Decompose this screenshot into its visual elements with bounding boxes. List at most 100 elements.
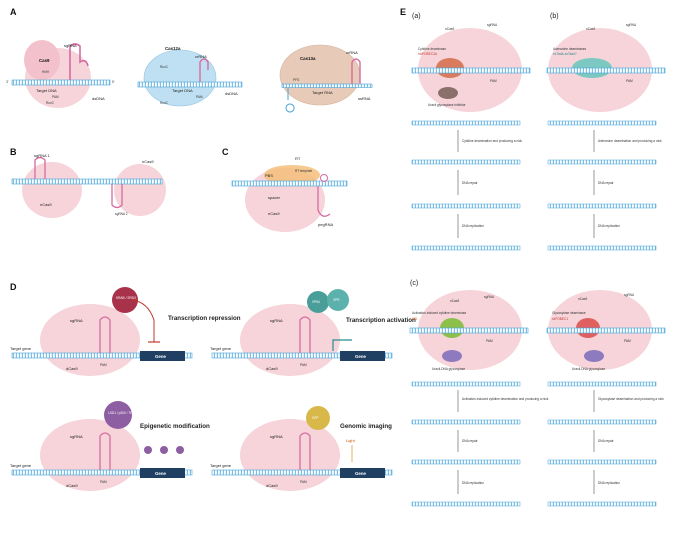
- lsd1-effector: [104, 401, 132, 429]
- svg-text:dCas9: dCas9: [266, 366, 278, 371]
- svg-text:PFS: PFS: [293, 78, 299, 82]
- panel-a: A Cas9 sgRNA HNH Target DNA PAM RuvC dsD…: [6, 7, 373, 113]
- panel-c-letter: C: [222, 147, 229, 157]
- svg-text:nCas9: nCas9: [586, 27, 595, 31]
- cas13a-diagram: Cas13a crRNA PFS Target RNA ssRNA: [279, 44, 373, 113]
- svg-text:DNA repair: DNA repair: [462, 439, 479, 443]
- panel-e: E (a) nCas9 sgRNA Cytidine deaminase hAP…: [400, 7, 666, 507]
- svg-text:PAM: PAM: [100, 480, 107, 484]
- svg-text:nCas9: nCas9: [450, 299, 459, 303]
- svg-text:Transcription repression: Transcription repression: [168, 315, 241, 322]
- svg-text:Adenosine deaminases: Adenosine deaminases: [553, 47, 587, 51]
- svg-text:Cytidine deamination and produ: Cytidine deamination and producing a nic…: [462, 139, 522, 143]
- d-imaging: GFP Gene sgRNA Target gene dCas9 PAM Gen…: [210, 406, 393, 491]
- cas9-dsdna: [11, 79, 111, 86]
- e-b: (b) nCas9 sgRNA Adenosine deaminases ecT…: [546, 13, 666, 251]
- svg-text:RuvC: RuvC: [160, 65, 169, 69]
- cas9-sgrna: [69, 43, 89, 80]
- svg-text:Cas13a: Cas13a: [300, 56, 316, 61]
- e-c-right: nCas9 sgRNA Glycosylase deaminase rAPOBE…: [546, 290, 666, 507]
- svg-text:Cytidine deaminase: Cytidine deaminase: [418, 47, 446, 51]
- e-c-left: (c) nCas9 sgRNA Activation-induced cytid…: [409, 280, 549, 507]
- svg-text:Cas12a: Cas12a: [165, 46, 181, 51]
- svg-text:Transcription activation: Transcription activation: [346, 317, 416, 324]
- svg-text:Genomic imaging: Genomic imaging: [340, 423, 392, 430]
- b-ncas9-left: [22, 162, 82, 218]
- svg-text:sgRNA: sgRNA: [624, 293, 635, 297]
- svg-text:5': 5': [112, 80, 115, 84]
- svg-text:RT: RT: [295, 156, 301, 161]
- svg-text:Light: Light: [346, 438, 356, 443]
- panel-b-letter: B: [10, 147, 17, 157]
- svg-text:PAM: PAM: [300, 363, 307, 367]
- svg-text:nCas9: nCas9: [268, 211, 280, 216]
- svg-text:nCas9: nCas9: [445, 27, 454, 31]
- svg-text:ssRNA: ssRNA: [358, 96, 371, 101]
- svg-text:PAM: PAM: [486, 339, 493, 343]
- svg-text:DNA replication: DNA replication: [462, 481, 484, 485]
- gfp-effector: [306, 406, 330, 430]
- svg-text:PBS: PBS: [265, 173, 273, 178]
- svg-text:Uracil-DNA glycosylase: Uracil-DNA glycosylase: [432, 367, 465, 371]
- svg-text:dCas9: dCas9: [66, 366, 78, 371]
- svg-text:nCas9: nCas9: [40, 202, 52, 207]
- svg-text:sgRNA 1: sgRNA 1: [34, 153, 51, 158]
- svg-text:RuvC: RuvC: [46, 101, 55, 105]
- cas13a-ssrna: [281, 83, 373, 88]
- svg-text:Target RNA: Target RNA: [312, 90, 333, 95]
- svg-text:PAM: PAM: [490, 79, 497, 83]
- svg-text:DNA replication: DNA replication: [598, 224, 620, 228]
- svg-text:PAM: PAM: [624, 339, 631, 343]
- panel-a-letter: A: [10, 7, 17, 17]
- svg-text:Glycosylase deaminase: Glycosylase deaminase: [552, 311, 586, 315]
- svg-text:sgRNA: sgRNA: [484, 295, 495, 299]
- svg-text:(b): (b): [550, 13, 559, 20]
- svg-text:LSD1 / p300 / TET1: LSD1 / p300 / TET1: [108, 411, 136, 415]
- svg-text:Gene: Gene: [155, 471, 167, 476]
- panel-c: C RT PBS RT template spacer nCas9 pegRNA: [222, 147, 348, 232]
- svg-text:VP64: VP64: [312, 300, 320, 304]
- svg-text:Gene: Gene: [155, 354, 167, 359]
- panel-b: B sgRNA 1 nCas9 nCas9 sgRNA 2: [10, 147, 166, 218]
- svg-text:PAM: PAM: [100, 363, 107, 367]
- vp64-effector: [307, 291, 329, 313]
- vpr-effector: [327, 289, 349, 311]
- svg-text:PAM: PAM: [300, 480, 307, 484]
- svg-text:Target DNA: Target DNA: [172, 88, 193, 93]
- panel-e-letter: E: [400, 7, 406, 17]
- c-dsdna: [231, 180, 348, 187]
- svg-text:Activation-induced cytidine de: Activation-induced cytidine deamination …: [462, 397, 549, 401]
- svg-text:dCas9: dCas9: [66, 483, 78, 488]
- cas12a-dsdna: [137, 81, 243, 88]
- svg-text:PAM: PAM: [52, 95, 59, 99]
- d1-gene-box: [140, 351, 185, 361]
- svg-text:(c): (c): [410, 280, 418, 287]
- svg-text:Target DNA: Target DNA: [36, 88, 57, 93]
- svg-text:sgRNA: sgRNA: [64, 43, 77, 48]
- svg-text:sgRNA: sgRNA: [70, 318, 83, 323]
- svg-text:Target gene: Target gene: [10, 463, 32, 468]
- svg-text:DNA repair: DNA repair: [462, 181, 479, 185]
- svg-text:Gene: Gene: [355, 471, 367, 476]
- svg-text:sgRNA: sgRNA: [270, 318, 283, 323]
- svg-text:sgRNA: sgRNA: [270, 434, 283, 439]
- svg-text:Cas9: Cas9: [39, 58, 50, 63]
- svg-text:(a): (a): [412, 13, 421, 20]
- d-activation: VP64 VPR Gene sgRNA Target gene dCas9 PA…: [210, 289, 416, 376]
- svg-text:spacer: spacer: [268, 195, 281, 200]
- d-repression: KRAB / SRDX Gene sgRNA Target gene dCas9…: [10, 287, 241, 376]
- svg-text:sgRNA: sgRNA: [487, 23, 498, 27]
- svg-text:dCas9: dCas9: [266, 483, 278, 488]
- svg-text:crRNA: crRNA: [195, 54, 207, 59]
- b-ncas9-right: [114, 164, 166, 216]
- svg-text:PAM: PAM: [196, 95, 203, 99]
- svg-text:sgRNA: sgRNA: [626, 23, 637, 27]
- cas12a-crrna: [199, 58, 209, 82]
- svg-text:Target gene: Target gene: [210, 346, 232, 351]
- svg-text:DNA replication: DNA replication: [462, 224, 484, 228]
- svg-text:rAPOBEC1: rAPOBEC1: [552, 317, 568, 321]
- svg-text:nCas9: nCas9: [142, 159, 154, 164]
- b-dsdna: [11, 178, 163, 185]
- panel-d-letter: D: [10, 282, 17, 292]
- svg-text:DNA repair: DNA repair: [598, 439, 615, 443]
